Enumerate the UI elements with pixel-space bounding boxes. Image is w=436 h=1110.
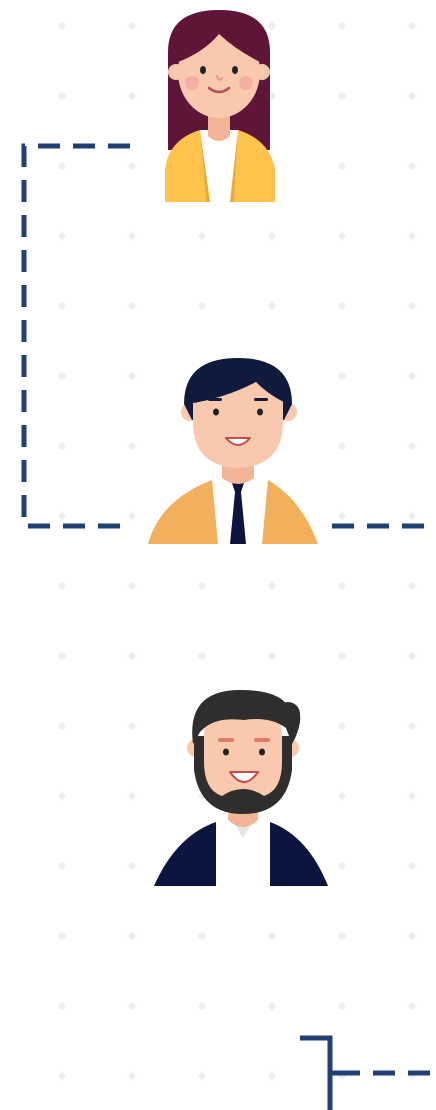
grid-dot bbox=[268, 22, 276, 30]
grid-dot bbox=[198, 932, 206, 940]
grid-dot bbox=[338, 582, 346, 590]
grid-dot bbox=[408, 442, 416, 450]
grid-dot bbox=[268, 652, 276, 660]
grid-dot bbox=[58, 862, 66, 870]
grid-dot bbox=[128, 1072, 136, 1080]
woman-avatar-icon bbox=[165, 10, 275, 202]
connector-woman-to-man bbox=[24, 146, 132, 526]
grid-dot bbox=[268, 1072, 276, 1080]
grid-dot bbox=[338, 722, 346, 730]
grid-dot bbox=[58, 792, 66, 800]
grid-dot bbox=[58, 1002, 66, 1010]
grid-dot bbox=[128, 722, 136, 730]
grid-dot bbox=[338, 232, 346, 240]
grid-dot bbox=[408, 372, 416, 380]
grid-dot bbox=[338, 512, 346, 520]
grid-dot bbox=[128, 792, 136, 800]
grid-dot bbox=[198, 582, 206, 590]
grid-dot bbox=[408, 22, 416, 30]
grid-dot bbox=[128, 162, 136, 170]
grid-dot bbox=[338, 22, 346, 30]
grid-dot bbox=[128, 512, 136, 520]
grid-dot bbox=[128, 22, 136, 30]
grid-dot bbox=[58, 652, 66, 660]
grid-dot bbox=[408, 302, 416, 310]
grid-dot bbox=[128, 652, 136, 660]
grid-dot bbox=[58, 232, 66, 240]
grid-dot bbox=[128, 92, 136, 100]
man-avatar-icon bbox=[148, 358, 318, 544]
grid-dot bbox=[338, 92, 346, 100]
grid-dot bbox=[58, 932, 66, 940]
grid-dot bbox=[408, 1002, 416, 1010]
grid-dot bbox=[268, 302, 276, 310]
grid-dot bbox=[128, 582, 136, 590]
grid-dot bbox=[128, 302, 136, 310]
grid-dot bbox=[58, 372, 66, 380]
grid-dot bbox=[338, 792, 346, 800]
grid-dot bbox=[128, 932, 136, 940]
grid-dot bbox=[338, 652, 346, 660]
grid-dot bbox=[58, 92, 66, 100]
grid-dot bbox=[338, 302, 346, 310]
grid-dot bbox=[408, 582, 416, 590]
grid-dot bbox=[268, 582, 276, 590]
grid-dot bbox=[198, 652, 206, 660]
grid-dot bbox=[198, 1072, 206, 1080]
grid-dot bbox=[58, 22, 66, 30]
grid-dot bbox=[128, 1002, 136, 1010]
grid-dot bbox=[338, 862, 346, 870]
grid-dot bbox=[408, 92, 416, 100]
grid-dot bbox=[338, 162, 346, 170]
grid-dot bbox=[408, 722, 416, 730]
grid-dot bbox=[58, 162, 66, 170]
connector-lines bbox=[24, 146, 436, 1073]
grid-dot bbox=[198, 232, 206, 240]
grid-dot bbox=[198, 302, 206, 310]
grid-dot bbox=[58, 1072, 66, 1080]
grid-dot bbox=[128, 862, 136, 870]
grid-dot bbox=[338, 372, 346, 380]
grid-dot bbox=[338, 1002, 346, 1010]
grid-dot bbox=[338, 442, 346, 450]
grid-dot bbox=[128, 372, 136, 380]
grid-dot bbox=[58, 722, 66, 730]
grid-dot bbox=[128, 442, 136, 450]
grid-dot bbox=[408, 792, 416, 800]
grid-dot bbox=[338, 932, 346, 940]
grid-dot bbox=[268, 1002, 276, 1010]
grid-dot bbox=[128, 232, 136, 240]
grid-dot bbox=[198, 1002, 206, 1010]
grid-dot bbox=[58, 302, 66, 310]
grid-dot bbox=[268, 932, 276, 940]
grid-dot bbox=[268, 232, 276, 240]
grid-dot bbox=[408, 162, 416, 170]
bottom-bracket bbox=[300, 1038, 338, 1110]
grid-dot bbox=[408, 652, 416, 660]
grid-dot bbox=[58, 582, 66, 590]
grid-dot bbox=[408, 232, 416, 240]
grid-dot bbox=[58, 512, 66, 520]
bearded-man-avatar-icon bbox=[154, 690, 328, 886]
grid-dot bbox=[408, 512, 416, 520]
grid-dot bbox=[408, 932, 416, 940]
grid-dot bbox=[408, 862, 416, 870]
grid-dot bbox=[58, 442, 66, 450]
